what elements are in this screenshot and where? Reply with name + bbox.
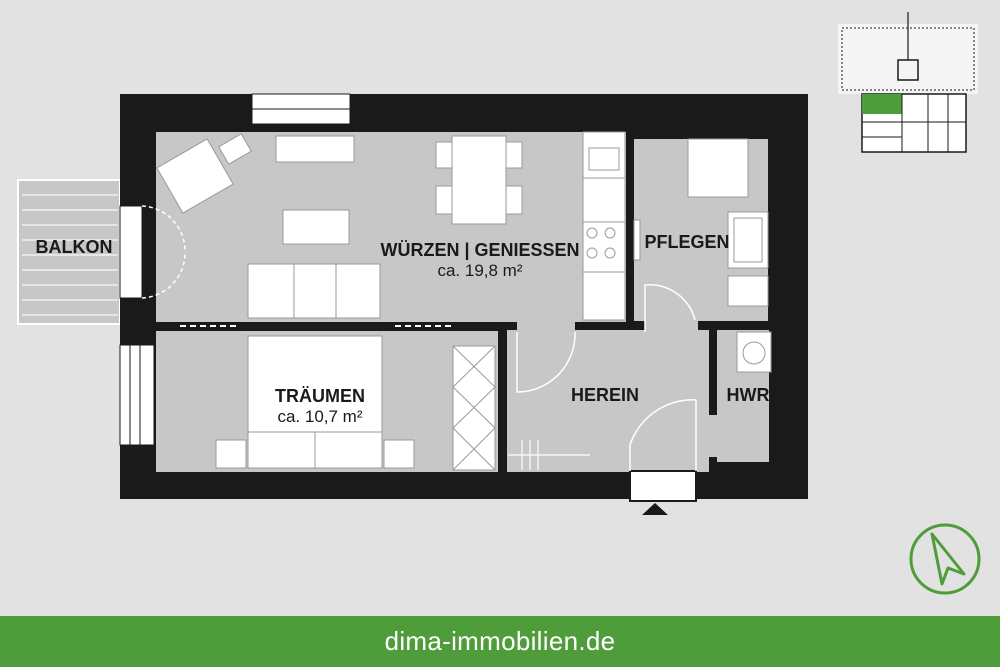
door-swings	[141, 205, 697, 471]
room-label-hwr: HWR	[718, 385, 778, 406]
room-label-traeumen: TRÄUMEN ca. 10,7 m²	[255, 386, 385, 426]
balcony	[17, 179, 121, 325]
room-name-herein: HEREIN	[570, 385, 639, 405]
room-name-hwr: HWR	[726, 385, 770, 405]
bedroom-furniture	[215, 335, 496, 471]
hallway-wardrobe	[508, 440, 590, 470]
room-area-wuerzen: ca. 19,8 m²	[437, 260, 523, 280]
building-keyplan-icon	[828, 12, 988, 162]
entrance-marker	[642, 503, 668, 515]
footer-url[interactable]: dima-immobilien.de	[0, 616, 1000, 667]
room-name-traeumen: TRÄUMEN	[275, 386, 365, 406]
washing-machine	[736, 331, 772, 373]
room-floor-herein	[507, 330, 709, 472]
room-floor-wuerzen	[156, 132, 626, 322]
room-label-herein: HEREIN	[560, 385, 650, 406]
living-furniture	[156, 131, 626, 321]
room-label-pflegen: PFLEGEN	[642, 232, 732, 253]
room-name-wuerzen: WÜRZEN | GENIESSEN	[380, 240, 580, 260]
room-name-balkon: BALKON	[35, 237, 113, 257]
bathroom-fixtures	[633, 138, 769, 307]
windows	[119, 93, 351, 446]
room-area-traeumen: ca. 10,7 m²	[277, 406, 363, 426]
north-arrow-icon	[909, 523, 981, 595]
room-label-wuerzen: WÜRZEN | GENIESSEN ca. 19,8 m²	[360, 240, 600, 280]
room-name-pflegen: PFLEGEN	[644, 232, 730, 252]
room-label-balkon: BALKON	[28, 237, 120, 258]
